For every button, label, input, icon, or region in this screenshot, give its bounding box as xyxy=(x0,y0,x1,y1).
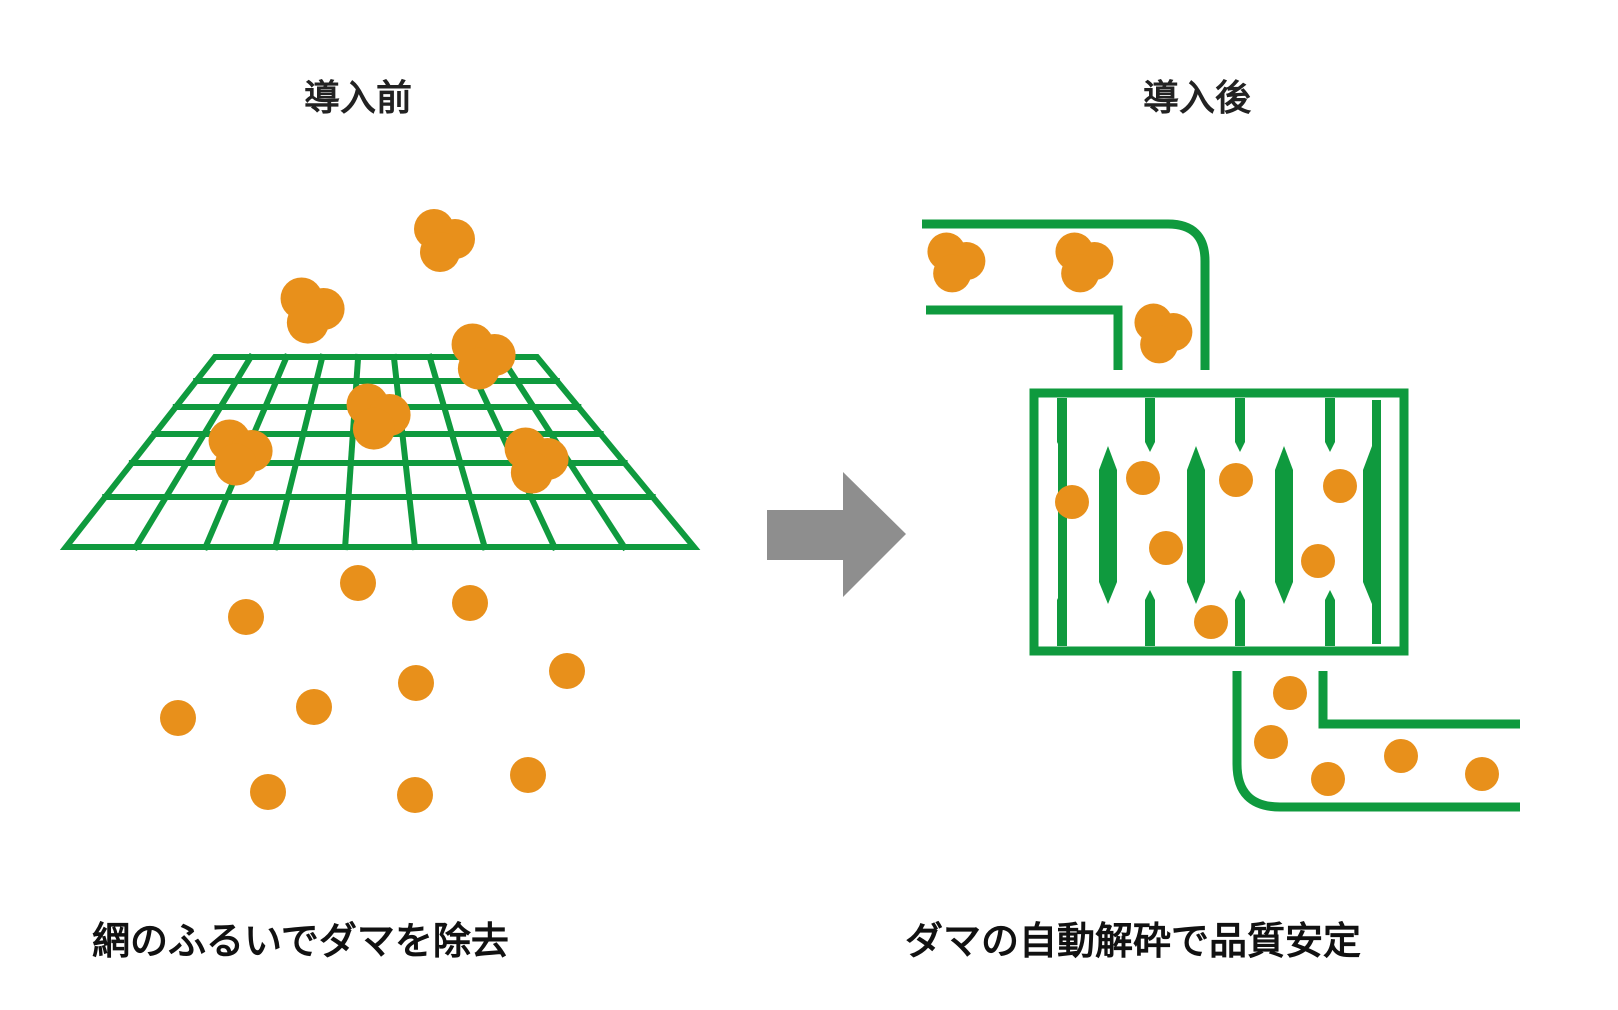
particle xyxy=(1311,762,1345,796)
right-arrow-icon xyxy=(767,472,906,597)
clump-particle xyxy=(420,232,460,272)
mesh-frame xyxy=(59,354,701,550)
after-title: 導入後 xyxy=(1143,78,1252,119)
particle xyxy=(1194,605,1228,639)
clump xyxy=(346,383,411,450)
crusher-top-tooth xyxy=(1235,398,1245,452)
particle xyxy=(340,565,376,601)
particle xyxy=(549,653,585,689)
particle xyxy=(1254,725,1288,759)
mesh-line-vertical xyxy=(271,353,326,551)
clump-particle xyxy=(286,301,329,344)
crusher-bottom-tooth xyxy=(1235,590,1245,646)
mesh-line-vertical xyxy=(390,353,419,551)
particle xyxy=(1465,757,1499,791)
particle xyxy=(397,777,433,813)
after-caption: ダマの自動解砕で品質安定 xyxy=(905,919,1361,963)
crusher-blade xyxy=(1187,446,1205,604)
clump xyxy=(208,419,273,486)
inlet-pipe-outer xyxy=(922,219,1210,370)
outlet-pipe-inner xyxy=(1318,671,1520,729)
clump xyxy=(504,427,569,494)
particle xyxy=(1219,463,1253,497)
particle xyxy=(296,689,332,725)
clump-particle xyxy=(1140,325,1179,364)
clump xyxy=(280,277,345,344)
crusher-top-tooth xyxy=(1325,398,1335,452)
clump-particle xyxy=(214,443,257,486)
inlet-pipe-inner xyxy=(926,305,1123,370)
particle xyxy=(1384,739,1418,773)
mesh-line-vertical xyxy=(341,353,362,551)
clump xyxy=(414,209,475,272)
clump xyxy=(927,232,986,293)
crusher-blade xyxy=(1275,446,1293,604)
crusher-blades xyxy=(1057,398,1381,646)
particle xyxy=(1323,469,1357,503)
crusher-bottom-tooth xyxy=(1325,590,1335,646)
particle xyxy=(1273,676,1307,710)
clump-particle xyxy=(352,407,395,450)
before-caption: 網のふるいでダマを除去 xyxy=(92,919,509,963)
clump-particle xyxy=(510,451,553,494)
crusher-housing xyxy=(1029,388,1409,656)
crusher-top-tooth xyxy=(1145,398,1155,452)
particle xyxy=(398,665,434,701)
clump xyxy=(1134,303,1193,364)
mesh-line-vertical xyxy=(131,352,255,552)
particle xyxy=(510,757,546,793)
crusher-blade xyxy=(1099,446,1117,604)
outlet-pipe-outer xyxy=(1232,671,1520,812)
crusher-top-tooth xyxy=(1057,398,1067,452)
clump-particle xyxy=(1061,254,1100,293)
crusher-inner-wall xyxy=(1058,400,1067,644)
particle xyxy=(1301,544,1335,578)
particle xyxy=(1126,461,1160,495)
crusher-bottom-tooth xyxy=(1057,590,1067,646)
clump-particle xyxy=(457,347,500,390)
after-particles xyxy=(927,232,1499,796)
particle xyxy=(160,700,196,736)
particle xyxy=(452,585,488,621)
mesh-line-vertical xyxy=(425,353,489,551)
clump xyxy=(1055,232,1114,293)
before-title: 導入前 xyxy=(304,78,412,119)
clump-particle xyxy=(933,254,972,293)
particle xyxy=(250,774,286,810)
clump xyxy=(451,323,516,390)
particle xyxy=(1055,485,1089,519)
before-clumps xyxy=(208,209,569,494)
particle xyxy=(1149,531,1183,565)
pipe-system xyxy=(922,219,1520,812)
before-particles xyxy=(160,565,585,813)
sieve-mesh xyxy=(59,352,701,552)
particle xyxy=(228,599,264,635)
crusher-bottom-tooth xyxy=(1145,590,1155,646)
crusher-blade xyxy=(1363,446,1381,604)
